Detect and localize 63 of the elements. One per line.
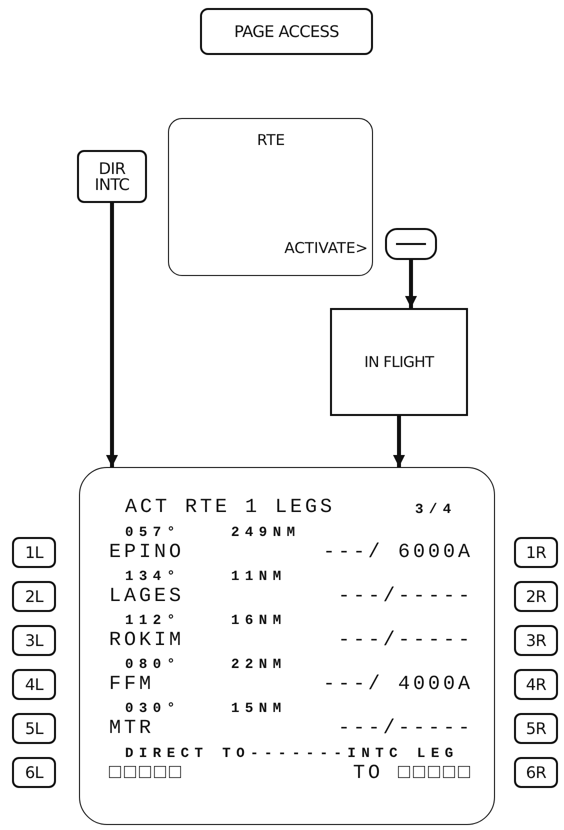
key-label: 2R xyxy=(526,588,546,604)
display-text: 057° xyxy=(125,526,181,540)
key-label: 6L xyxy=(24,764,44,780)
display-text: 030° xyxy=(125,702,181,716)
display-text: FFM xyxy=(109,675,154,695)
key-label: 3R xyxy=(526,632,546,648)
line-select-key xyxy=(12,625,56,656)
display-text: □□□□□ xyxy=(109,764,184,784)
display-text: RTE xyxy=(257,131,285,149)
line-select-key xyxy=(514,625,558,656)
display-text: ACT RTE 1 LEGS xyxy=(125,498,336,518)
cdu-display xyxy=(79,467,495,825)
display-text: 22NM xyxy=(231,658,287,672)
line-select-key xyxy=(514,713,558,744)
display-text: ---/----- xyxy=(338,587,473,607)
arrow xyxy=(106,203,118,467)
line-select-key xyxy=(12,581,56,612)
display-text: 134° xyxy=(125,570,181,584)
arrow xyxy=(393,416,405,467)
display-text: ROKIM xyxy=(109,631,184,651)
line-select-key xyxy=(514,581,558,612)
display-text: 112° xyxy=(125,614,181,628)
display-text: 16NM xyxy=(231,614,287,628)
display-text: 080° xyxy=(125,658,181,672)
display-text: 249NM xyxy=(231,526,301,540)
display-text: ACTIVATE> xyxy=(284,239,368,257)
line-select-key xyxy=(12,669,56,700)
key-label: 6R xyxy=(526,764,546,780)
key-label: 1R xyxy=(526,544,546,560)
display-text: ---/ 6000A xyxy=(322,543,473,563)
line-select-key xyxy=(12,537,56,568)
display-text: LAGES xyxy=(109,587,184,607)
key xyxy=(77,150,147,203)
key xyxy=(385,228,437,260)
display-text: 11NM xyxy=(231,570,287,584)
key-label: PAGE ACCESS xyxy=(234,24,339,40)
key-label: 5L xyxy=(24,720,44,736)
key-label: 4R xyxy=(526,676,546,692)
display-screen xyxy=(168,118,373,276)
key-label: IN FLIGHT xyxy=(364,354,434,370)
line-select-key xyxy=(12,757,56,788)
heading-box xyxy=(200,8,373,55)
display-text: TO □□□□□ xyxy=(352,764,473,784)
key-label: 4L xyxy=(24,676,44,692)
key-label: 3L xyxy=(24,632,44,648)
key-label: DIR INTC xyxy=(94,161,130,192)
line-select-key xyxy=(514,537,558,568)
arrow xyxy=(405,260,417,308)
line-select-key xyxy=(514,669,558,700)
key-label: 5R xyxy=(526,720,546,736)
display-text: ---/----- xyxy=(338,719,473,739)
line-select-key xyxy=(514,757,558,788)
display-text: ---/----- xyxy=(338,631,473,651)
line-select-key xyxy=(12,713,56,744)
display-text: 3/4 xyxy=(415,503,457,517)
key-label: 1L xyxy=(24,544,44,560)
display-text: DIRECT TO-------INTC LEG xyxy=(125,747,459,761)
display-text: MTR xyxy=(109,719,154,739)
condition-box xyxy=(330,308,468,416)
display-text: 15NM xyxy=(231,702,287,716)
display-text: EPINO xyxy=(109,543,184,563)
display-text: ---/ 4000A xyxy=(322,675,473,695)
key-label: 2L xyxy=(24,588,44,604)
